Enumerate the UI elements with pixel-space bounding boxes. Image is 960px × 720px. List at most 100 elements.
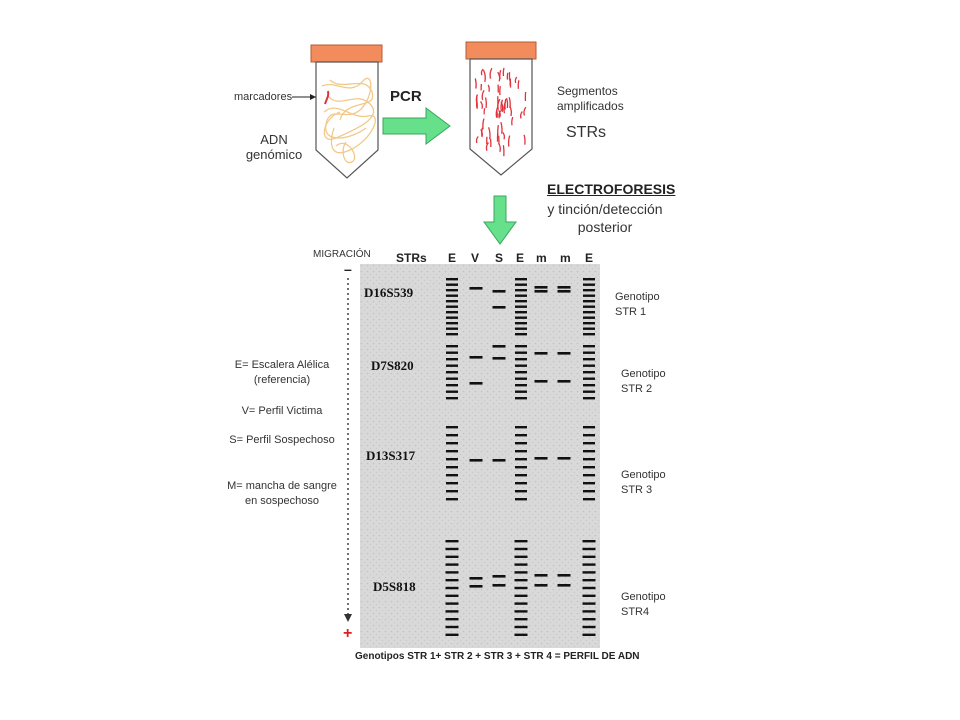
genotype-label-1: Genotipo STR 1: [615, 291, 660, 318]
lane-header-3: S: [495, 251, 504, 265]
gel-band: [583, 333, 595, 336]
gel-band: [583, 434, 595, 437]
gel-band: [583, 482, 595, 485]
amplified-segment: [498, 143, 501, 153]
gel-band: [515, 434, 527, 437]
gel-band: [583, 345, 595, 348]
gel-band: [582, 555, 596, 558]
pcr-arrow-icon: [382, 107, 451, 145]
gel-band: [445, 579, 459, 582]
gel-band: [582, 547, 596, 551]
gel-band: [445, 555, 459, 558]
genotype-label-3: Genotipo STR 3: [621, 469, 666, 496]
amplified-segment: [479, 101, 483, 109]
gel-band: [446, 364, 458, 367]
gel-band: [446, 322, 458, 325]
gel-band: [515, 333, 527, 336]
gel-band: [446, 442, 458, 445]
gel-band: [446, 426, 458, 429]
amplified-segment: [474, 78, 477, 89]
gel-band: [582, 563, 596, 566]
gel-band: [446, 482, 458, 485]
locus-label-4: D5S818: [373, 579, 416, 594]
gel-band: [445, 618, 459, 621]
gel-band: [557, 584, 571, 587]
amplified-segment: [482, 118, 485, 130]
amplified-segment: [514, 76, 518, 84]
gel-band: [515, 390, 527, 393]
gel-band: [583, 371, 595, 374]
gel-band: [492, 459, 506, 462]
gel-band: [583, 294, 595, 297]
legend-s: S= Perfil Sospechoso: [229, 434, 335, 446]
gel-band: [582, 610, 596, 613]
amplified-segment: [517, 80, 520, 89]
gel-band: [445, 586, 459, 590]
gel-band: [515, 426, 527, 429]
gel-band: [445, 610, 459, 613]
lane-header-4: E: [516, 251, 525, 265]
gel-band: [515, 384, 527, 387]
gel-band: [515, 294, 527, 297]
amplified-segment: [498, 110, 502, 119]
gel-band: [515, 458, 527, 461]
gel-band: [515, 283, 527, 286]
gel-band: [492, 357, 506, 360]
gel-band: [492, 290, 506, 293]
gel-band: [583, 351, 595, 354]
gel-band: [445, 633, 459, 636]
gel-band: [583, 311, 595, 314]
pcr-label: PCR: [390, 88, 422, 105]
gel-band: [445, 547, 459, 551]
gel-band: [469, 459, 483, 462]
gel-band: [445, 625, 459, 629]
gel-band: [515, 364, 527, 367]
electrophoresis-subtitle: y tinción/detección posterior: [547, 201, 663, 235]
gel-band: [515, 311, 527, 314]
locus-label-1: D16S539: [364, 285, 414, 300]
gel-band: [515, 498, 527, 501]
gel-band: [446, 327, 458, 330]
gel-band: [514, 555, 528, 558]
gel-band: [515, 300, 527, 303]
gel-band: [557, 574, 571, 577]
gel-band: [515, 322, 527, 325]
gel-band: [534, 457, 548, 460]
footer-caption: Genotipos STR 1+ STR 2 + STR 3 + STR 4 =…: [355, 651, 640, 662]
electrophoresis-arrow-icon: [483, 195, 517, 245]
gel-band: [446, 311, 458, 314]
amplified-segment: [502, 145, 505, 157]
gel-band: [514, 602, 528, 605]
dna-strands: [321, 77, 376, 164]
gel-band: [557, 286, 571, 289]
gel-band: [446, 377, 458, 380]
gel-band: [492, 345, 506, 348]
gel-band: [515, 358, 527, 361]
lane-header-6: m: [560, 251, 571, 265]
gel-band: [445, 602, 459, 605]
gel-band: [469, 585, 483, 588]
gel-band: [583, 327, 595, 330]
gel-band: [582, 594, 596, 597]
gel-band: [582, 633, 596, 636]
gel-band: [492, 575, 506, 578]
tube-body-right: [469, 58, 533, 176]
gel-band: [446, 490, 458, 493]
gel-bands: [445, 278, 596, 636]
gel-band: [515, 450, 527, 453]
amplified-segment: [480, 129, 483, 138]
gel-band: [583, 426, 595, 429]
gel-band: [583, 490, 595, 493]
gel-band: [446, 305, 458, 308]
gel-band: [582, 571, 596, 574]
gel-band: [446, 289, 458, 292]
gel-band: [582, 618, 596, 621]
lane-header-5: m: [536, 251, 547, 265]
gel-band: [515, 474, 527, 477]
gel-band: [446, 458, 458, 461]
gel-band: [582, 602, 596, 605]
strs-label: STRs: [566, 124, 606, 141]
amplified-segment: [523, 106, 527, 116]
gel-band: [514, 610, 528, 613]
amplified-segment: [500, 99, 504, 112]
